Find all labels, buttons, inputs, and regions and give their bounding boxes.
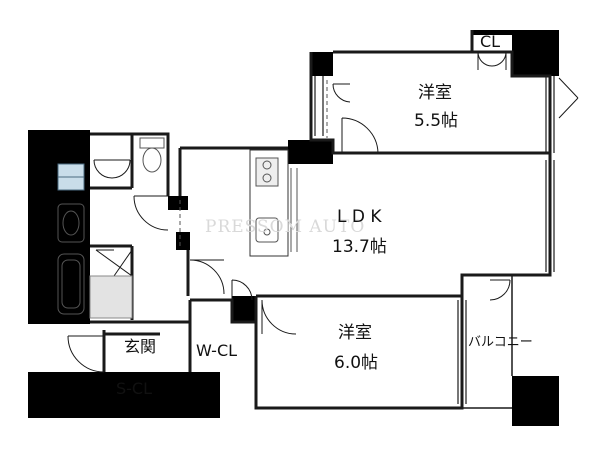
toilet-tank — [139, 137, 165, 149]
ldk-size: 13.7帖 — [332, 237, 387, 257]
wcl-label: W-CL — [196, 341, 237, 360]
pier-2 — [176, 232, 190, 250]
washbasin — [57, 203, 85, 243]
burner-2 — [262, 173, 272, 183]
shower-area — [89, 275, 133, 319]
pier-1 — [168, 196, 188, 210]
door-room-b — [261, 299, 297, 335]
room-a-left-column — [311, 52, 333, 76]
closet-walls — [470, 30, 512, 54]
bathtub-inner — [61, 259, 81, 309]
door-closet-right — [491, 51, 507, 70]
kitchen-sink — [255, 217, 279, 243]
bathtub — [57, 253, 85, 315]
door-balcony — [489, 279, 511, 301]
room-b-walls — [254, 296, 464, 410]
structural-walls — [28, 30, 559, 426]
top-right-column — [512, 30, 559, 76]
door-closet-left — [477, 51, 493, 70]
cl-top-cap — [472, 30, 512, 35]
room-labels: 洋室 5.5帖 L D K 13.7帖 洋室 6.0帖 CL W-CL 玄関 S… — [116, 32, 533, 398]
balcony-label: バルコニー — [468, 335, 533, 350]
closet-label: CL — [480, 32, 500, 51]
door-entrance — [67, 335, 105, 373]
stove — [255, 157, 279, 187]
room-a-name: 洋室 — [418, 83, 452, 103]
door-balcony-exterior — [558, 77, 579, 119]
sink-drain — [263, 228, 271, 236]
shoe-closet-label: S-CL — [116, 379, 152, 398]
bath-block-walls — [90, 132, 170, 196]
washbasin-bowl — [62, 210, 80, 236]
room-b-size: 6.0帖 — [334, 353, 378, 373]
entrance-column — [28, 372, 220, 418]
fixtures — [57, 80, 328, 319]
entrance-label: 玄関 — [124, 337, 156, 356]
burner-1 — [262, 160, 272, 170]
door-room-a-closet — [332, 83, 351, 103]
door-wash-2 — [111, 159, 131, 179]
windows — [314, 76, 555, 404]
toilet-bowl — [142, 147, 162, 173]
room-a-size: 5.5帖 — [414, 111, 458, 131]
door-wash-1 — [93, 159, 113, 179]
balcony-outline — [462, 274, 513, 376]
left-wall-column — [28, 130, 90, 324]
bottom-right-column — [512, 376, 559, 426]
room-b-name: 洋室 — [338, 323, 372, 343]
core-column — [288, 140, 333, 164]
door-room-a — [341, 117, 379, 154]
door-ldk — [189, 259, 225, 295]
pier-3 — [232, 296, 256, 322]
door-toilet — [133, 195, 169, 231]
ldk-name: L D K — [337, 207, 382, 227]
door-wcl — [231, 279, 253, 301]
door-bath — [95, 249, 133, 277]
doors — [67, 51, 579, 373]
watermark: PRESSOM AUTO — [205, 217, 365, 237]
wcl-walls — [190, 298, 256, 324]
